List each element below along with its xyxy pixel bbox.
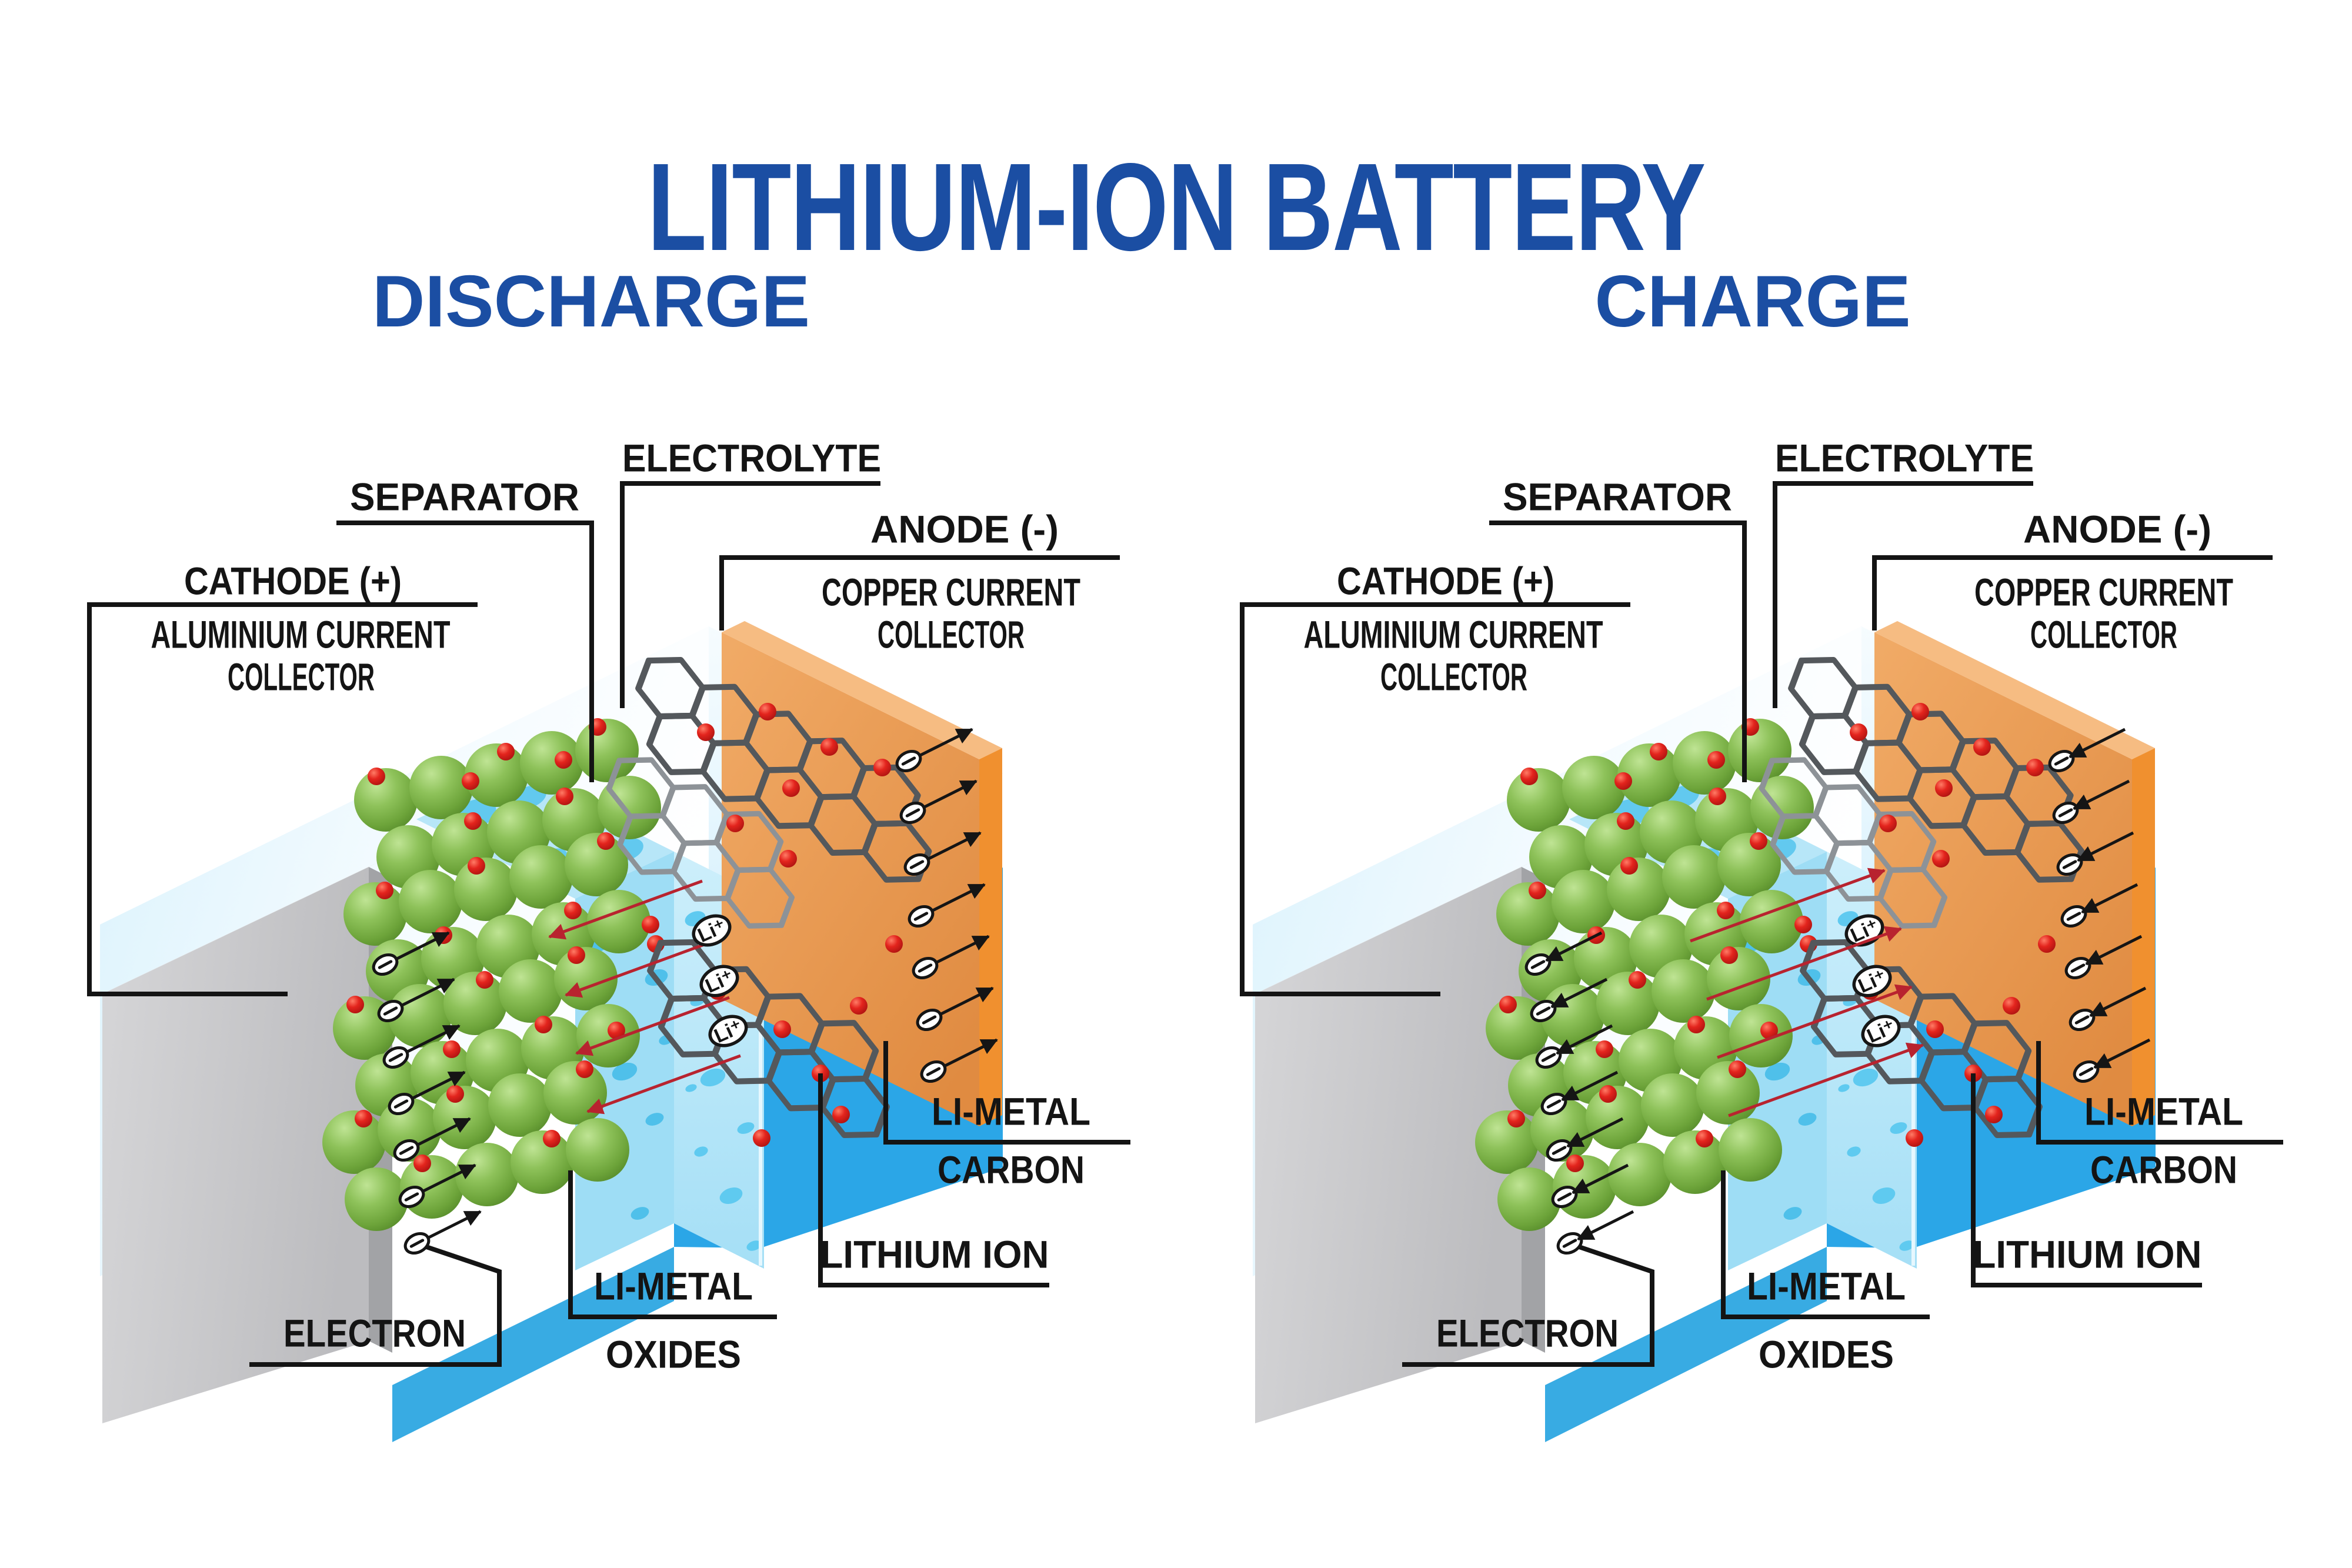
electron-icon — [388, 1092, 415, 1116]
li-ion-badge: Li⁺ — [1852, 965, 1892, 997]
flow-overlay: Li⁺Li⁺Li⁺ — [1524, 728, 2151, 1255]
electron-icon — [372, 953, 399, 976]
li-metal-carbon-label-line1: LI-METAL — [932, 1089, 1090, 1133]
flow-overlay: Li⁺Li⁺Li⁺ — [372, 728, 998, 1255]
li-metal-carbon-label-line1: LI-METAL — [2084, 1089, 2243, 1133]
separator-label: SEPARATOR — [1503, 475, 1732, 518]
lithium-ion-label: LITHIUM ION — [820, 1232, 1049, 1276]
anode-collector-label-line1: COPPER CURRENT — [1974, 570, 2233, 613]
electron-icon — [899, 801, 926, 825]
discharge-header: DISCHARGE — [372, 261, 810, 342]
charge-diagram: Li⁺Li⁺Li⁺ SEPARATOR ELECTROLYTE CATHODE … — [1240, 436, 2283, 1470]
electron-label: ELECTRON — [283, 1311, 466, 1355]
electron-icon — [916, 1008, 943, 1032]
li-metal-oxides-label-line1: LI-METAL — [594, 1264, 753, 1307]
separator-callout: SEPARATOR — [336, 475, 594, 782]
electron-callout: ELECTRON — [249, 1245, 502, 1367]
li-metal-oxides-label-line2: OXIDES — [1759, 1332, 1894, 1376]
lithium-ion-callout: LITHIUM ION — [818, 1073, 1049, 1287]
electron-icon — [382, 1046, 409, 1069]
electron-icon — [903, 853, 930, 876]
cathode-callout: CATHODE (+) ALUMINIUM CURRENT COLLECTOR — [87, 559, 478, 996]
li-metal-carbon-label-line2: CARBON — [2090, 1147, 2237, 1191]
li-metal-carbon-callout: LI-METAL CARBON — [883, 1041, 1130, 1191]
separator-label: SEPARATOR — [350, 475, 579, 518]
electron-label: ELECTRON — [1436, 1311, 1619, 1355]
electron-icon — [2052, 801, 2079, 825]
electron-icon — [908, 905, 935, 928]
li-metal-oxides-label-line2: OXIDES — [606, 1332, 741, 1376]
li-metal-oxides-callout: LI-METAL OXIDES — [568, 1170, 777, 1376]
cathode-collector-label-line2: COLLECTOR — [228, 655, 375, 698]
cathode-label: CATHODE (+) — [1337, 559, 1554, 602]
particles: Li⁺Li⁺Li⁺ — [1524, 749, 2100, 1255]
anode-callout: ANODE (-) COPPER CURRENT COLLECTOR — [719, 507, 1120, 656]
lithium-ion-callout: LITHIUM ION — [1971, 1073, 2202, 1287]
electron-icon — [912, 956, 939, 980]
charge-flow-arrows — [1545, 728, 2151, 1241]
anode-label: ANODE (-) — [2023, 507, 2211, 551]
discharge-flow-arrows — [392, 728, 998, 1241]
electron-icon — [403, 1232, 431, 1255]
electron-icon — [920, 1060, 947, 1083]
cathode-label: CATHODE (+) — [184, 559, 402, 602]
electron-icon — [398, 1185, 425, 1209]
electron-icon — [393, 1139, 420, 1162]
page-title: LITHIUM-ION BATTERY — [647, 137, 1706, 277]
electron-icon — [377, 999, 404, 1023]
electron-icon — [895, 749, 922, 773]
anode-collector-label-line1: COPPER CURRENT — [822, 570, 1080, 613]
electron-icon — [1530, 999, 1557, 1023]
cathode-collector-label-line2: COLLECTOR — [1380, 655, 1527, 698]
discharge-diagram: Li⁺Li⁺Li⁺ SEPARATOR ELECTROLYTE CATHODE … — [87, 436, 1130, 1470]
anode-callout: ANODE (-) COPPER CURRENT COLLECTOR — [1872, 507, 2273, 656]
electron-callout: ELECTRON — [1402, 1245, 1654, 1367]
anode-collector-label-line2: COLLECTOR — [2030, 612, 2177, 656]
cathode-collector-label-line1: ALUMINIUM CURRENT — [151, 612, 451, 656]
electron-icon — [1546, 1139, 1573, 1162]
cathode-callout: CATHODE (+) ALUMINIUM CURRENT COLLECTOR — [1240, 559, 1630, 996]
anode-collector-label-line2: COLLECTOR — [878, 612, 1025, 656]
li-metal-oxides-label-line1: LI-METAL — [1747, 1264, 1906, 1307]
li-ion-badge: Li⁺ — [699, 965, 739, 997]
electron-icon — [1556, 1232, 1583, 1255]
charge-header: CHARGE — [1594, 261, 1911, 342]
electrolyte-label: ELECTROLYTE — [622, 436, 881, 479]
electrolyte-callout: ELECTROLYTE — [1773, 436, 2034, 708]
separator-callout: SEPARATOR — [1489, 475, 1747, 782]
particles: Li⁺Li⁺Li⁺ — [372, 749, 947, 1255]
lithium-ion-label: LITHIUM ION — [1973, 1232, 2202, 1276]
li-metal-oxides-callout: LI-METAL OXIDES — [1721, 1170, 1930, 1376]
cathode-collector-label-line1: ALUMINIUM CURRENT — [1304, 612, 1603, 656]
anode-label: ANODE (-) — [870, 507, 1059, 551]
electrolyte-callout: ELECTROLYTE — [620, 436, 881, 708]
li-metal-carbon-callout: LI-METAL CARBON — [2036, 1041, 2283, 1191]
electrolyte-label: ELECTROLYTE — [1775, 436, 2034, 479]
li-metal-carbon-label-line2: CARBON — [938, 1147, 1085, 1191]
